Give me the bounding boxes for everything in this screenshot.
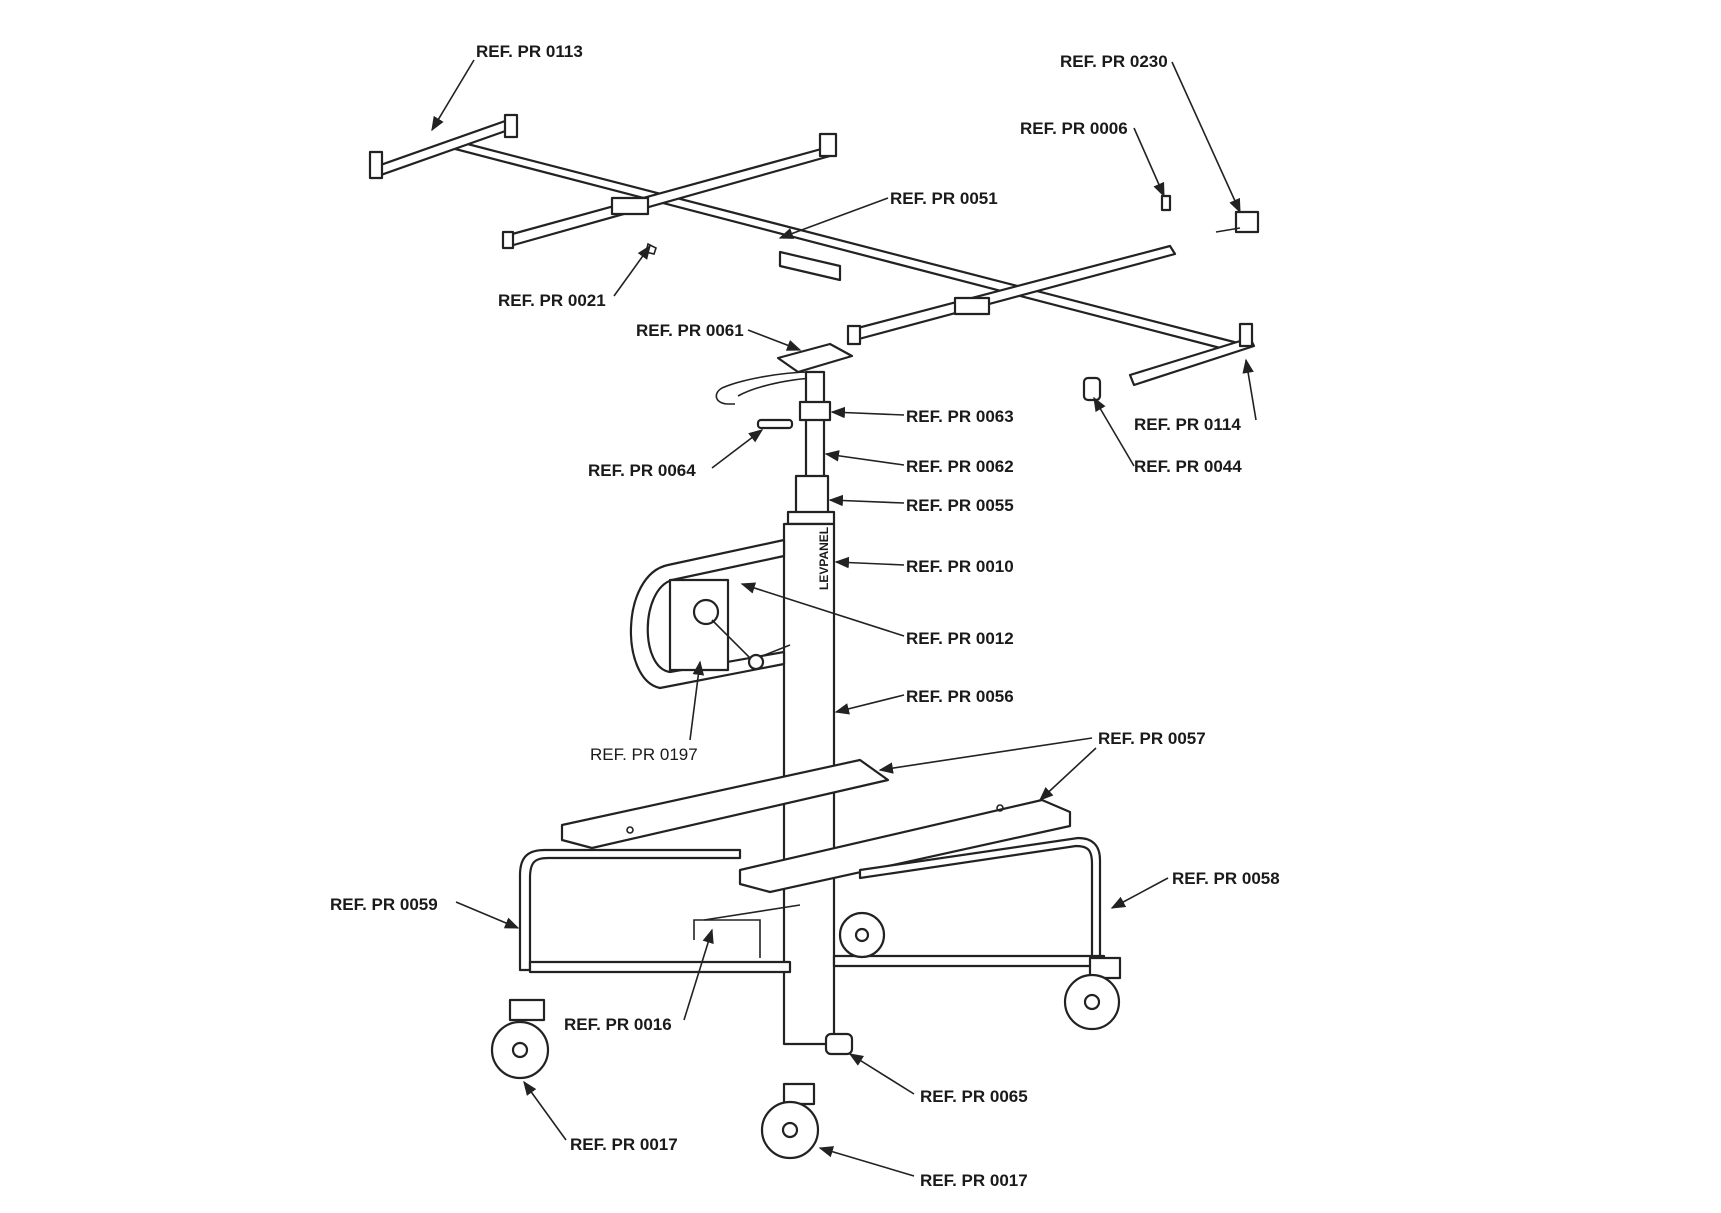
winch-handle-loop <box>629 538 786 690</box>
label-pr0058: REF. PR 0058 <box>1172 869 1280 888</box>
mast-brand-text: LEVPANEL <box>817 527 831 590</box>
upper-arm-end-cap <box>818 132 838 158</box>
label-pr0010: REF. PR 0010 <box>906 557 1014 576</box>
label-pr0059: REF. PR 0059 <box>330 895 438 914</box>
inner-tube-0062 <box>804 370 826 484</box>
leader-0006 <box>1133 127 1165 198</box>
lower-bracket-0016b <box>703 904 801 921</box>
main-cross-bar <box>438 138 1240 352</box>
label-pr0197: REF. PR 0197 <box>590 745 698 764</box>
label-pr0021: REF. PR 0021 <box>498 291 606 310</box>
right-leg-rail <box>832 954 1106 968</box>
label-pr0017a: REF. PR 0017 <box>570 1135 678 1154</box>
head-handle-2 <box>737 377 813 397</box>
label-pr0006: REF. PR 0006 <box>1020 119 1128 138</box>
mid-sleeve <box>778 250 842 282</box>
leader-0061 <box>747 329 802 351</box>
leader-0059 <box>455 901 520 929</box>
leader-0051 <box>778 197 889 239</box>
leader-0021 <box>613 244 651 297</box>
end-cap-0044 <box>1082 376 1102 402</box>
label-pr0114: REF. PR 0114 <box>1134 415 1241 434</box>
winch-drum-0012 <box>692 598 720 626</box>
leader-0065 <box>848 1053 915 1095</box>
caster-front <box>760 1082 820 1160</box>
label-pr0051: REF. PR 0051 <box>890 189 998 208</box>
leader-0044 <box>1093 396 1135 467</box>
label-pr0064: REF. PR 0064 <box>588 461 696 480</box>
pin-0006 <box>1160 194 1172 212</box>
label-pr0017b: REF. PR 0017 <box>920 1171 1028 1190</box>
label-pr0061: REF. PR 0061 <box>636 321 744 340</box>
left-end-cap <box>368 150 384 180</box>
head-plate <box>776 342 854 374</box>
mast-wheel-hub <box>854 927 870 943</box>
caster-left-front <box>490 998 550 1080</box>
winch-plate-0197 <box>668 578 730 672</box>
leader-0017a <box>523 1080 567 1141</box>
center-block <box>610 196 650 216</box>
leader-0114 <box>1242 358 1257 421</box>
leader-0062 <box>824 450 905 466</box>
label-pr0016: REF. PR 0016 <box>564 1015 672 1034</box>
leader-0010 <box>834 556 905 569</box>
right-leg-0058 <box>858 836 1102 962</box>
mid-collar <box>786 510 836 526</box>
label-pr0063: REF. PR 0063 <box>906 407 1014 426</box>
leader-0057a <box>878 737 1093 774</box>
leader-0230 <box>1171 61 1241 214</box>
leader-0055 <box>828 494 905 507</box>
collar-0063 <box>798 400 832 422</box>
label-pr0057: REF. PR 0057 <box>1098 729 1206 748</box>
label-pr0012: REF. PR 0012 <box>906 629 1014 648</box>
label-pr0230: REF. PR 0230 <box>1060 52 1168 71</box>
leader-0064 <box>711 429 764 469</box>
cross-frame <box>368 113 1260 402</box>
mast-assembly: LEVPANEL <box>629 342 854 1046</box>
caster-right <box>1063 956 1122 1031</box>
leader-0017b <box>818 1146 915 1177</box>
left-leg-0059 <box>518 848 742 972</box>
left-end-cap-2 <box>503 113 519 139</box>
label-pr0062: REF. PR 0062 <box>906 457 1014 476</box>
foot-0065 <box>824 1032 854 1056</box>
leader-0012 <box>740 582 905 637</box>
pin-0064 <box>756 418 794 430</box>
left-leg-rail <box>528 960 792 974</box>
clamp-0230 <box>1234 210 1260 234</box>
crank-knob <box>747 653 765 671</box>
right-end-bar <box>1128 336 1256 387</box>
head-handle <box>715 371 813 405</box>
leader-0056 <box>834 694 905 715</box>
upper-arm-left-cap <box>501 230 515 250</box>
leader-lines <box>431 59 1257 1177</box>
label-pr0055: REF. PR 0055 <box>906 496 1014 515</box>
leader-0063 <box>830 406 905 419</box>
tray-hole <box>626 826 634 834</box>
left-end-bar <box>370 118 516 178</box>
label-pr0065: REF. PR 0065 <box>920 1087 1028 1106</box>
base-assembly <box>490 758 1122 1160</box>
tray-hole-2 <box>996 804 1004 812</box>
leader-0058 <box>1110 877 1169 909</box>
leader-0016 <box>683 928 714 1021</box>
lower-arm-left-cap <box>846 324 862 346</box>
part-labels: REF. PR 0113 REF. PR 0230 REF. PR 0006 R… <box>330 42 1280 1190</box>
leader-0057b <box>1038 747 1097 801</box>
leader-0197 <box>689 660 705 741</box>
clamp-tab <box>1215 227 1241 233</box>
right-end-cap <box>1238 322 1254 348</box>
label-pr0056: REF. PR 0056 <box>906 687 1014 706</box>
lower-bracket-0016 <box>693 919 761 958</box>
lower-block <box>953 296 991 316</box>
leader-0113 <box>431 59 475 132</box>
label-pr0113: REF. PR 0113 <box>476 42 583 61</box>
left-tray <box>560 758 890 850</box>
label-pr0044: REF. PR 0044 <box>1134 457 1242 476</box>
